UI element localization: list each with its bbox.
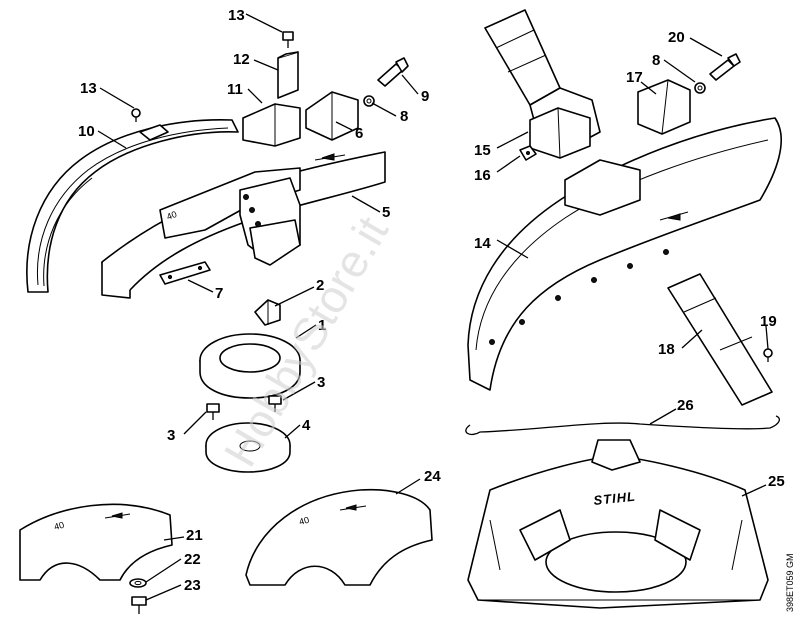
label-20: 20 <box>668 29 685 46</box>
label-5: 5 <box>382 204 390 221</box>
drawing-code: 398ET059 GM <box>785 553 795 612</box>
label-21: 21 <box>186 527 203 544</box>
part-5-deflector-guard: 40 <box>101 151 386 299</box>
label-13-top: 13 <box>228 7 245 24</box>
svg-text:40: 40 <box>53 520 65 532</box>
label-15: 15 <box>474 142 491 159</box>
part-14-deflector-guard <box>467 117 783 391</box>
part-6-clamp-piece <box>305 91 359 141</box>
part-7-strap <box>159 261 211 285</box>
part-24-cover-plate: 40 <box>245 488 433 586</box>
label-8-right: 8 <box>652 52 660 69</box>
part-13-screw-top <box>282 31 294 48</box>
label-2: 2 <box>316 277 324 294</box>
part-11-clamp <box>242 103 301 147</box>
label-3-right: 3 <box>317 374 325 391</box>
part-15-clamp <box>529 107 591 159</box>
part-25-base-housing: STIHL <box>467 439 769 609</box>
label-3-left: 3 <box>167 427 175 444</box>
label-19: 19 <box>760 313 777 330</box>
svg-text:40: 40 <box>165 209 178 222</box>
label-7: 7 <box>215 285 223 302</box>
leader-lines <box>97 13 769 601</box>
part-17-clamp-block <box>637 79 691 135</box>
label-13-left: 13 <box>80 80 97 97</box>
svg-text:40: 40 <box>298 515 310 527</box>
part-20-screw <box>709 53 741 81</box>
stihl-brand-logo: STIHL <box>593 489 637 508</box>
part-8-washer-right <box>694 82 706 94</box>
label-24: 24 <box>424 468 441 485</box>
part-16-nut <box>519 145 537 161</box>
part-10-guard-extension <box>26 118 239 293</box>
part-21-cover-plate: 40 <box>19 503 173 581</box>
part-9-screw <box>377 57 409 87</box>
part-3-screw-left <box>206 403 220 420</box>
part-1-ring <box>199 333 301 399</box>
label-23: 23 <box>184 577 201 594</box>
label-16: 16 <box>474 167 491 184</box>
part-19-screw <box>763 348 773 362</box>
label-22: 22 <box>184 551 201 568</box>
part-13-screw-left <box>131 108 141 122</box>
label-25: 25 <box>768 473 785 490</box>
part-4-disc <box>205 422 291 473</box>
part-2-wedge <box>254 299 281 326</box>
part-26-spring-wire <box>465 415 781 436</box>
part-22-washer <box>129 578 147 588</box>
label-11: 11 <box>227 81 243 98</box>
part-3-screw-right <box>268 395 282 412</box>
label-9: 9 <box>421 88 429 105</box>
label-8-left: 8 <box>400 108 408 125</box>
label-4: 4 <box>302 417 311 434</box>
label-10: 10 <box>78 123 95 140</box>
label-18: 18 <box>658 341 675 358</box>
part-18-tube <box>667 273 773 406</box>
label-14: 14 <box>474 235 491 252</box>
label-12: 12 <box>233 51 250 68</box>
label-26: 26 <box>677 397 694 414</box>
part-23-screw <box>131 596 147 614</box>
label-6: 6 <box>355 125 363 142</box>
part-12-bracket <box>277 51 299 99</box>
label-17: 17 <box>626 69 643 86</box>
part-8-washer-left <box>363 95 375 107</box>
label-1: 1 <box>318 317 326 334</box>
